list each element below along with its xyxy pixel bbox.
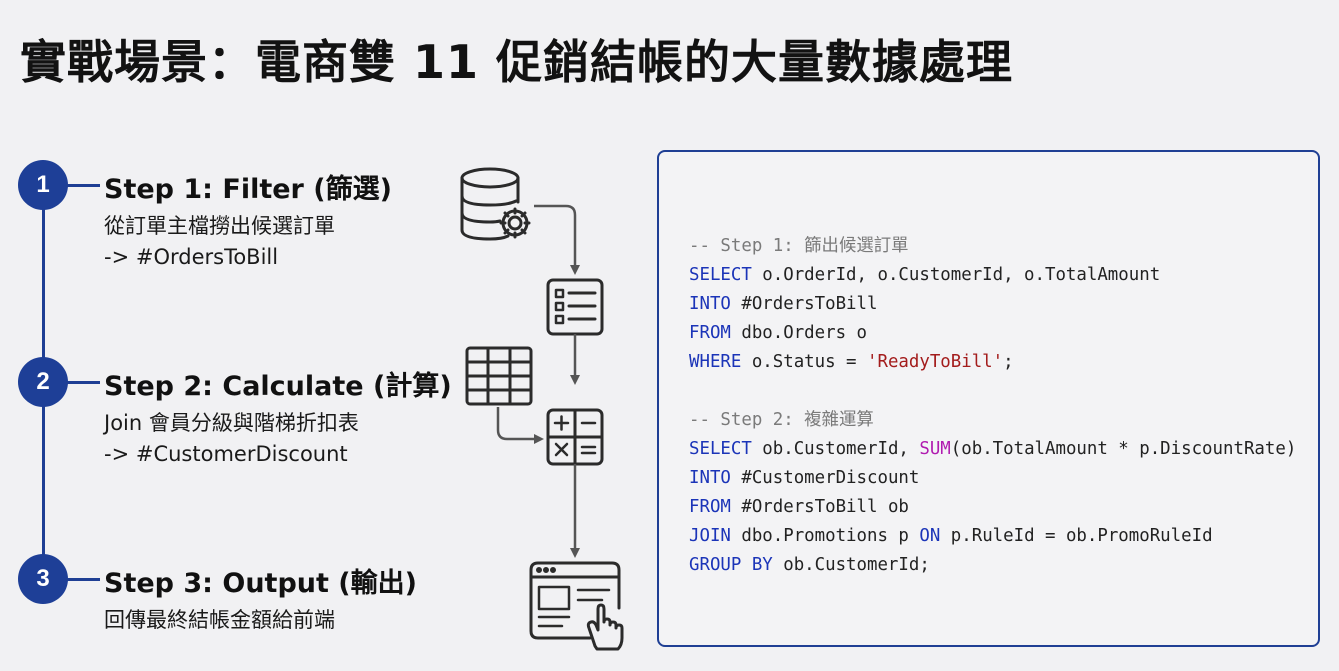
sql-keyword: INTO — [689, 294, 731, 314]
code-line-group-2: GROUP BY ob.CustomerId; — [689, 551, 1296, 580]
step-3-connector — [66, 578, 100, 581]
sql-text: o.Status = — [741, 352, 867, 372]
sql-text: #OrdersToBill ob — [730, 497, 909, 517]
step-2-connector — [66, 381, 100, 384]
list-document-icon — [546, 278, 604, 336]
flow-arrow-1 — [534, 204, 580, 275]
step-2-number-badge: 2 — [18, 357, 68, 407]
sql-text: ob.CustomerId, — [751, 439, 920, 459]
code-line-join-2: JOIN dbo.Promotions p ON p.RuleId = ob.P… — [689, 522, 1296, 551]
database-gear-icon — [460, 167, 531, 241]
code-line-select-2: SELECT ob.CustomerId, SUM(ob.TotalAmount… — [689, 435, 1296, 464]
step-1-title: Step 1: Filter (篩選) — [104, 174, 392, 205]
sql-keyword: FROM — [689, 323, 731, 343]
sql-keyword: GROUP BY — [689, 555, 773, 575]
code-blank-line — [689, 377, 1296, 406]
code-line-where-1: WHERE o.Status = 'ReadyToBill'; — [689, 348, 1296, 377]
step-1-description-line-1: 從訂單主檔撈出候選訂單 — [104, 214, 335, 238]
sql-text: dbo.Orders o — [730, 323, 868, 343]
sql-text: p.RuleId = ob.PromoRuleId — [940, 526, 1213, 546]
code-line-select-1: SELECT o.OrderId, o.CustomerId, o.TotalA… — [689, 261, 1296, 290]
step-3-title: Step 3: Output (輸出) — [104, 568, 417, 599]
code-comment-step-1: -- Step 1: 篩出候選訂單 — [689, 236, 909, 256]
sql-keyword: JOIN — [689, 526, 731, 546]
sql-text: ob.CustomerId; — [772, 555, 930, 575]
calculator-icon — [546, 408, 604, 466]
table-grid-icon — [465, 346, 533, 406]
sql-keyword: SELECT — [689, 265, 752, 285]
sql-text: o.OrderId, o.CustomerId, o.TotalAmount — [751, 265, 1161, 285]
step-1-connector — [66, 184, 100, 187]
sql-keyword: ON — [919, 526, 941, 546]
sql-function: SUM — [919, 439, 951, 459]
step-3-description: 回傳最終結帳金額給前端 — [104, 605, 335, 636]
code-line-into-2: INTO #CustomerDiscount — [689, 464, 1296, 493]
sql-string: 'ReadyToBill' — [867, 352, 1004, 372]
sql-text: #CustomerDiscount — [730, 468, 920, 488]
sql-text: ; — [1003, 352, 1014, 372]
sql-keyword: SELECT — [689, 439, 752, 459]
step-2-description-line-2: -> #CustomerDiscount — [104, 442, 348, 466]
step-1-number-badge: 1 — [18, 160, 68, 210]
code-line-from-1: FROM dbo.Orders o — [689, 319, 1296, 348]
sql-text: (ob.TotalAmount * p.DiscountRate) — [950, 439, 1297, 459]
code-line-into-1: INTO #OrdersToBill — [689, 290, 1296, 319]
step-1-description: 從訂單主檔撈出候選訂單 -> #OrdersToBill — [104, 211, 335, 273]
flow-arrow-3 — [496, 407, 544, 444]
sql-code-panel: -- Step 1: 篩出候選訂單 SELECT o.OrderId, o.Cu… — [657, 150, 1320, 647]
code-line-from-2: FROM #OrdersToBill ob — [689, 493, 1296, 522]
page-title: 實戰場景：電商雙 11 促銷結帳的大量數據處理 — [20, 35, 1014, 89]
step-2-description-line-1: Join 會員分級與階梯折扣表 — [104, 411, 359, 435]
step-1-description-line-2: -> #OrdersToBill — [104, 245, 279, 269]
web-page-click-icon — [529, 561, 624, 651]
code-comment-step-2: -- Step 2: 複雜運算 — [689, 410, 874, 430]
sql-keyword: INTO — [689, 468, 731, 488]
sql-text: dbo.Promotions p — [730, 526, 920, 546]
sql-text: #OrdersToBill — [730, 294, 878, 314]
sql-keyword: WHERE — [689, 352, 742, 372]
sql-keyword: FROM — [689, 497, 731, 517]
sql-code-block: -- Step 1: 篩出候選訂單 SELECT o.OrderId, o.Cu… — [689, 232, 1296, 580]
process-flow-diagram — [460, 167, 624, 651]
step-2-description: Join 會員分級與階梯折扣表 -> #CustomerDiscount — [104, 408, 359, 470]
step-3-description-line-1: 回傳最終結帳金額給前端 — [104, 608, 335, 632]
step-2-title: Step 2: Calculate (計算) — [104, 371, 452, 402]
step-3-number-badge: 3 — [18, 554, 68, 604]
